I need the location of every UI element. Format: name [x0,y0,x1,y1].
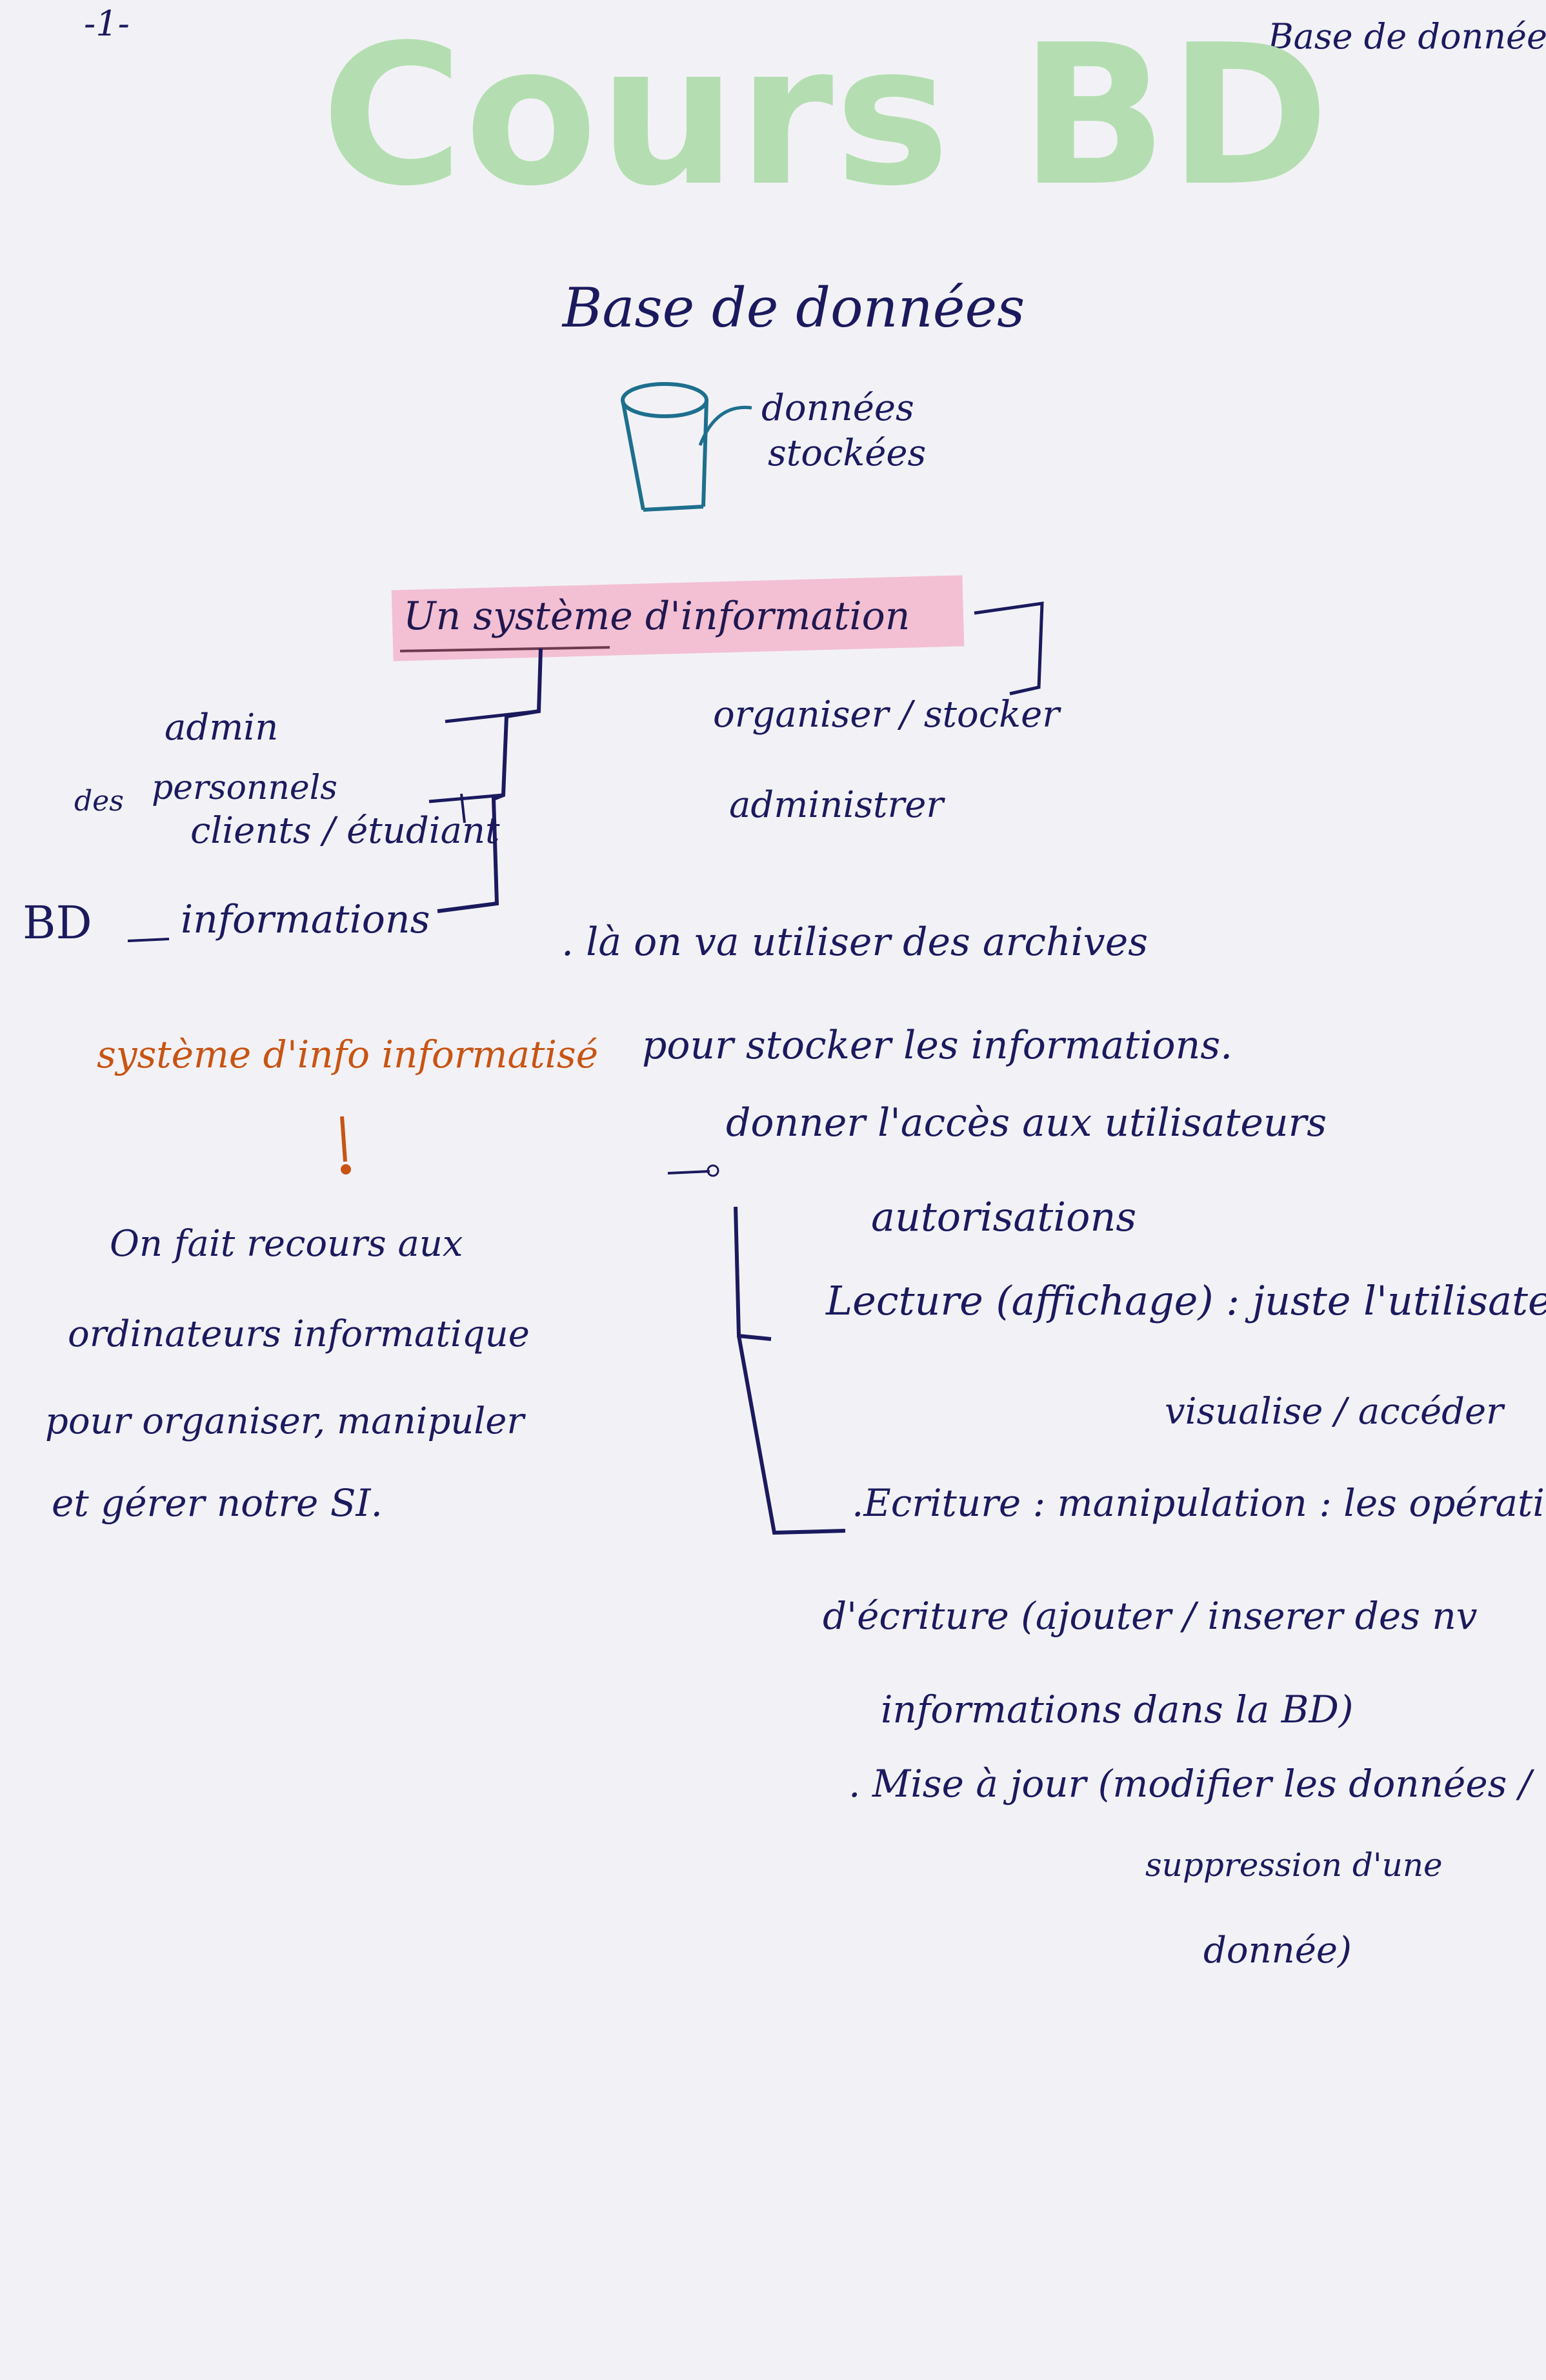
write-access-line3: informations dans la BD) [881,1688,1354,1731]
exclamation-icon [340,1116,351,1175]
access-heading: donner l'accès aux utilisateurs [726,1100,1327,1145]
tree-stub [460,793,466,823]
write-access-line2: d'écriture (ajouter / inserer des nv [823,1594,1478,1638]
arrow-tip [707,1164,719,1177]
database-cylinder-icon [621,382,708,512]
deletion-line2: donnée) [1203,1930,1352,1972]
deletion-line: suppression d'une [1145,1846,1443,1884]
corner-title: Base de données [1268,16,1546,57]
sii-text-line: et gérer notre SI. [52,1481,383,1525]
si-item-organiser: organiser / stocker [713,694,1059,736]
tree-branch-clients [428,793,504,803]
sii-text-line: pour organiser, manipuler [45,1400,525,1442]
database-heading: Base de données [562,276,1025,339]
write-access-line: .Ecriture : manipulation : les opération… [852,1481,1546,1525]
information-system-heading: Un système d'information [403,594,910,639]
authorizations-label: autorisations [871,1193,1137,1240]
sii-text-line: ordinateurs informatique [68,1313,530,1355]
tree-connector [437,648,543,913]
stored-data-label-line2: stockées [768,432,927,474]
read-access-line2: visualise / accéder [1165,1391,1503,1433]
bd-arrow [127,938,170,942]
archives-note-line1: . là on va utiliser des archives [561,920,1148,965]
access-tree-connector [734,1206,846,1535]
read-access-line: Lecture (affichage) : juste l'utilisateu… [826,1277,1546,1324]
si-item-personnels: personnels [152,769,337,807]
si-item-clients: clients / étudiant [190,810,500,852]
access-arrow [667,1170,710,1175]
sii-text-line: On fait recours aux [110,1223,463,1265]
tree-branch-admin [445,709,539,723]
bd-label: BD [23,896,92,949]
page-number: -1- [84,3,130,44]
page-title: Cours BD [321,3,1331,228]
si-item-administrer: administrer [729,784,944,826]
archives-note-line2: pour stocker les informations. [642,1023,1233,1068]
stored-data-arrow [698,405,752,446]
si-item-informations: informations [181,897,430,942]
stored-data-label-line1: données [761,387,914,429]
update-line: . Mise à jour (modifier les données / [848,1762,1532,1806]
si-item-admin: admin [165,707,279,749]
bracket-organiser [974,601,1044,696]
si-item-des: des [74,785,124,818]
computerized-system-heading: système d'info informatisé [97,1033,599,1076]
